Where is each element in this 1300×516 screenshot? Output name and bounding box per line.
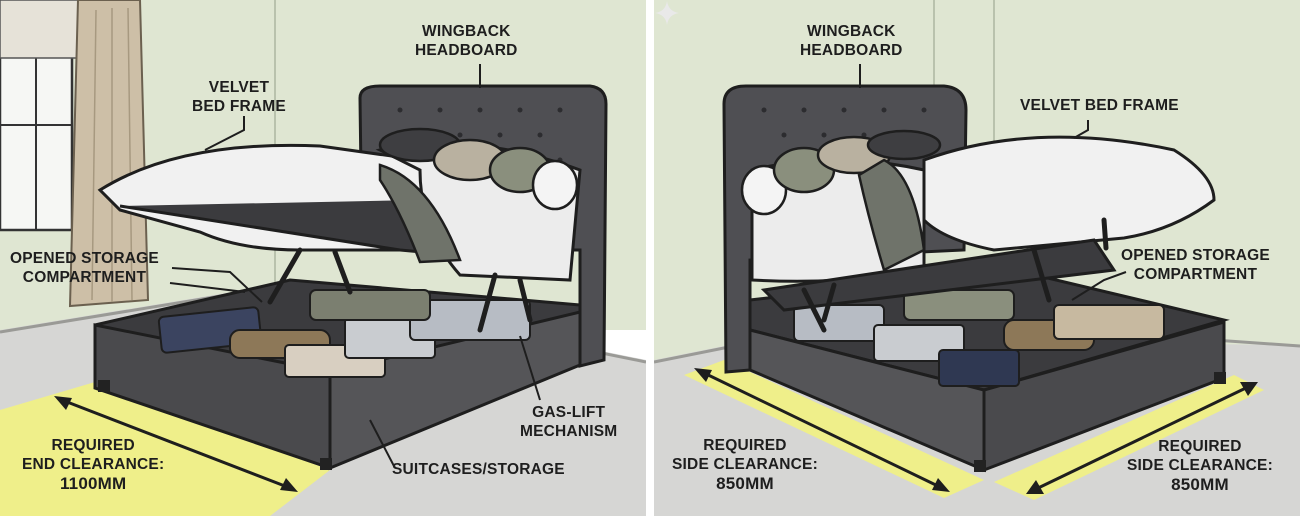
label-opened-storage: OPENED STORAGE COMPARTMENT — [1121, 247, 1270, 283]
gas-lift-struts — [801, 217, 1109, 333]
panel-divider — [646, 0, 654, 516]
pillows — [378, 127, 579, 211]
side-clearance-zone-right — [994, 375, 1264, 500]
lifted-mattress — [922, 135, 1216, 252]
label-side-clearance-right: REQUIRED SIDE CLEARANCE: 850mm — [1127, 438, 1273, 494]
gas-lift-struts — [267, 247, 533, 333]
right-panel-side-clearance: WINGBACK HEADBOARD VELVET BED FRAME OPEN… — [654, 0, 1300, 516]
label-wingback-headboard: WINGBACK HEADBOARD — [415, 23, 518, 59]
left-bed-drawing — [0, 0, 646, 516]
sparkle-icon — [655, 1, 679, 25]
storage-contents — [157, 289, 531, 378]
label-side-clearance-left: REQUIRED SIDE CLEARANCE: 850mm — [672, 437, 818, 493]
end-clearance-zone — [0, 382, 330, 516]
label-wingback-headboard: WINGBACK HEADBOARD — [800, 23, 903, 59]
label-velvet-bed-frame: VELVET BED FRAME — [1020, 97, 1179, 114]
label-gas-lift: GAS-LIFT MECHANISM — [520, 404, 618, 440]
label-suitcases-storage: SUITCASES/STORAGE — [392, 461, 565, 478]
pillows — [740, 129, 942, 216]
label-opened-storage: OPENED STORAGE COMPARTMENT — [10, 250, 159, 286]
label-velvet-bed-frame: VELVET BED FRAME — [192, 79, 286, 115]
right-bed-drawing — [654, 0, 1300, 516]
throw-blanket — [378, 163, 462, 264]
label-end-clearance: REQUIRED END CLEARANCE: 1100mm — [22, 437, 165, 493]
side-clearance-zone-left — [684, 360, 984, 498]
storage-contents — [793, 289, 1165, 387]
left-panel-end-clearance: WINGBACK HEADBOARD VELVET BED FRAME OPEN… — [0, 0, 646, 516]
window — [0, 0, 81, 232]
throw-blanket — [857, 158, 926, 272]
